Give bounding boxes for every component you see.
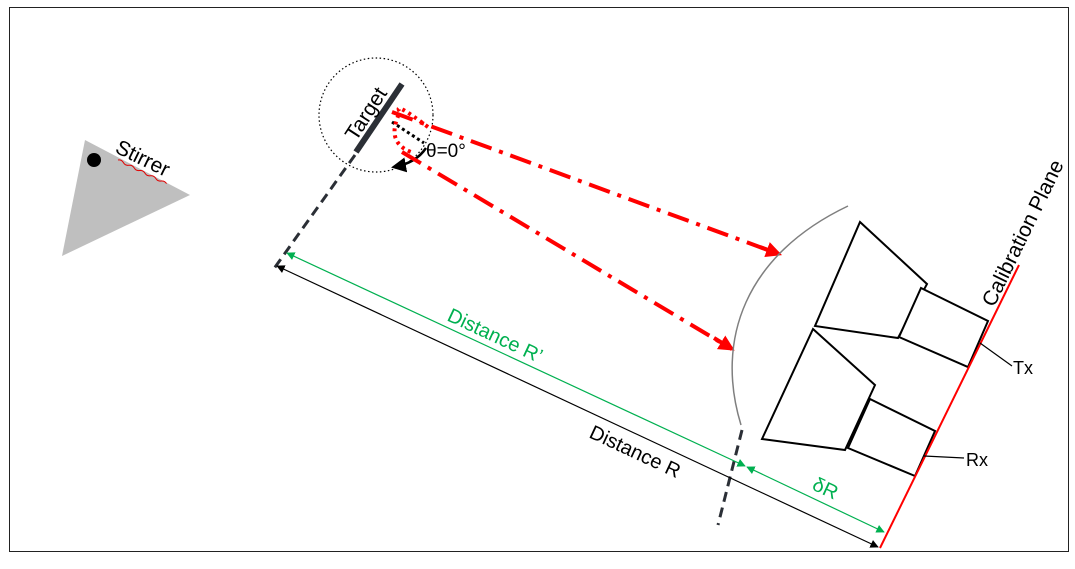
rx-leader bbox=[923, 455, 965, 459]
theta-label: θ=0° bbox=[426, 141, 466, 162]
delta-r-arrow bbox=[746, 466, 885, 533]
theta-normal-line bbox=[391, 120, 425, 145]
incident-beam bbox=[391, 110, 777, 255]
target-circle bbox=[318, 57, 434, 173]
calibration-plane-line bbox=[879, 264, 1020, 549]
rx-label: Rx bbox=[966, 450, 988, 470]
tx-label: Tx bbox=[1013, 358, 1033, 378]
distance-r-prime-label: Distance R’ bbox=[444, 305, 546, 368]
incident-beam-arrow bbox=[759, 242, 783, 258]
distance-r-prime-arrow bbox=[286, 252, 746, 467]
diagram-frame bbox=[9, 7, 1069, 552]
calibration-plane-label: Calibration Plane bbox=[978, 156, 1069, 310]
target-axis-line bbox=[271, 154, 357, 271]
delta-r-label: δR bbox=[809, 474, 841, 505]
stirrer-dot bbox=[87, 153, 101, 167]
target-bar bbox=[353, 82, 405, 154]
reflected-beam-arrow bbox=[712, 335, 735, 351]
reflected-beam bbox=[400, 150, 732, 350]
stirrer-label-underline bbox=[117, 159, 167, 184]
tx-leader bbox=[979, 342, 1013, 367]
stirrer-shape bbox=[62, 140, 190, 256]
